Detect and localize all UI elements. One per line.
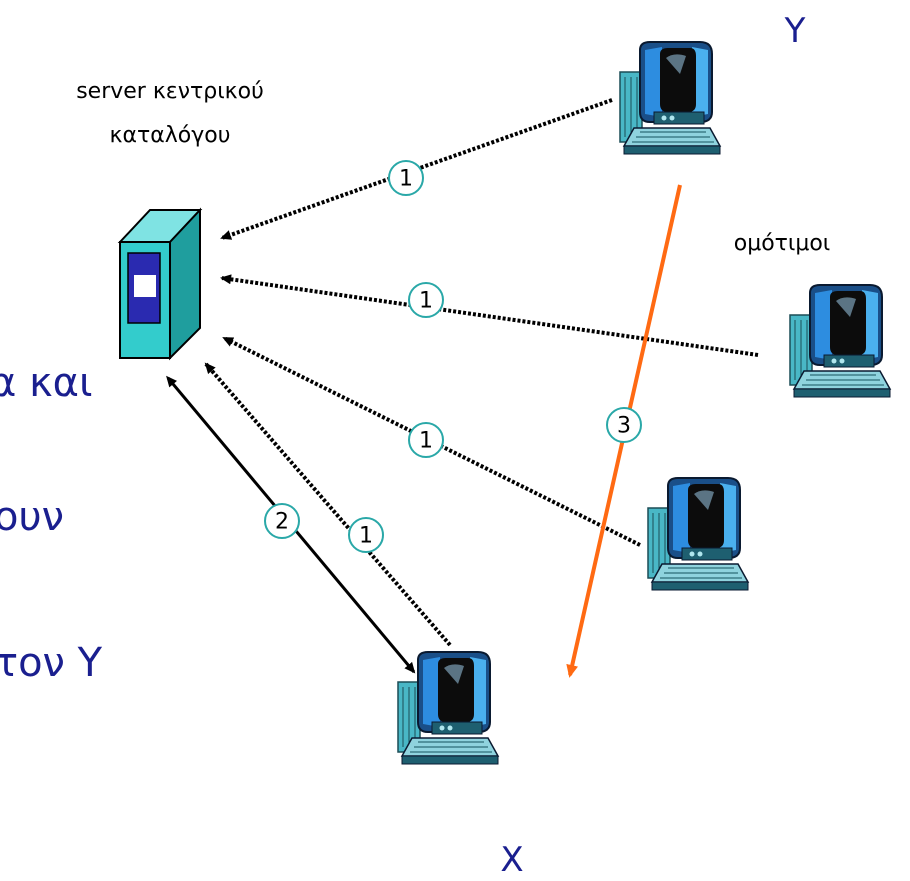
query-arrow-from-peer2	[220, 274, 759, 357]
node-y-label: Y	[784, 11, 806, 51]
computer-icon-peer3	[647, 477, 749, 591]
step-number: 2	[275, 510, 289, 535]
step-badge-query-x: 1	[348, 517, 384, 553]
cut-text-1: α και	[0, 360, 93, 406]
server-icon	[117, 207, 203, 361]
step-badge-query-peer2: 1	[408, 282, 444, 318]
computer-icon-y	[619, 41, 721, 155]
step-badge-transfer: 3	[606, 407, 642, 443]
node-x-label: X	[500, 840, 523, 880]
query-arrow-from-x	[204, 362, 452, 647]
step-number: 1	[419, 429, 433, 454]
computer-icon-peer2	[789, 284, 891, 398]
server-label-line1: server κεντρικού	[76, 79, 264, 104]
step-number: 1	[419, 289, 433, 314]
step-badge-query-peer3: 1	[408, 422, 444, 458]
cut-text-3: τον Y	[0, 640, 103, 686]
step-badge-lookup: 2	[264, 503, 300, 539]
step-number: 3	[617, 414, 631, 439]
step-badge-query-y: 1	[388, 160, 424, 196]
server-label-line2: καταλόγου	[110, 123, 231, 148]
peers-label: ομότιμοι	[734, 231, 831, 256]
step-number: 1	[399, 167, 413, 192]
step-number: 1	[359, 524, 373, 549]
cut-text-2: ουν	[0, 494, 64, 540]
